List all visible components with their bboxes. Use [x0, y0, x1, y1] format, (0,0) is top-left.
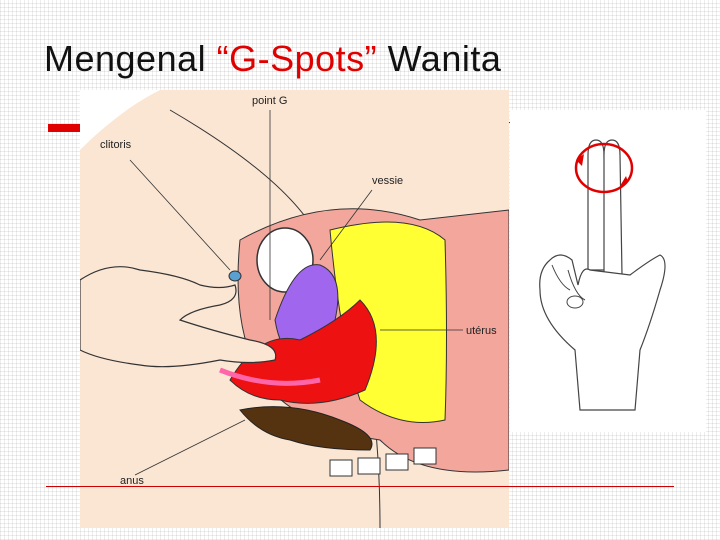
anatomy-svg: point G clitoris vessie utérus anus — [80, 90, 509, 528]
label-clitoris: clitoris — [100, 139, 132, 151]
index-finger — [588, 140, 606, 270]
title-tail: Wanita — [377, 38, 501, 79]
bottom-divider — [46, 486, 674, 487]
label-point-g: point G — [252, 95, 287, 107]
label-vessie: vessie — [372, 175, 403, 187]
title-main: Mengenal — [44, 38, 217, 79]
middle-finger — [604, 140, 622, 275]
g-spot-marker — [229, 271, 241, 281]
hand-gesture-illustration — [510, 110, 706, 432]
slide-title: Mengenal “G-Spots” Wanita — [44, 38, 501, 80]
title-accent: “G-Spots” — [217, 38, 378, 79]
hand-gesture-svg — [510, 110, 706, 432]
anatomy-illustration: point G clitoris vessie utérus anus — [80, 90, 509, 528]
title-accent-bar — [48, 124, 80, 132]
label-uterus: utérus — [466, 325, 497, 337]
